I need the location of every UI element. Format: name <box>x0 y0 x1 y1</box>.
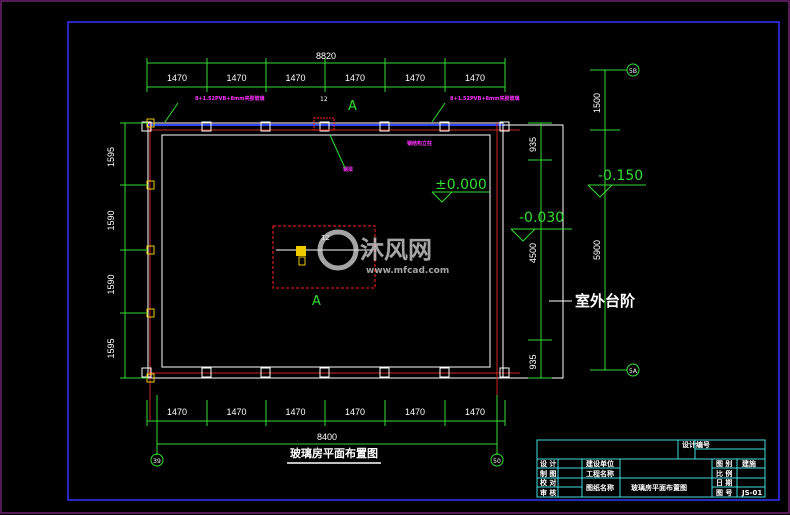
right-outer-dim: 1500 <box>592 93 602 113</box>
annotation-glass-left: 8+1.52PVB+8mm夹胶玻璃 <box>195 95 264 102</box>
detail-region <box>272 225 376 289</box>
bay-dim-bottom: 1470 <box>285 407 305 417</box>
bay-dim-top: 1470 <box>226 73 246 83</box>
column-post <box>499 121 510 132</box>
column-post <box>260 367 271 378</box>
svg-text:校 对: 校 对 <box>540 478 556 487</box>
bay-dim-bottom: 1470 <box>465 407 485 417</box>
axis-bubble-5b: 5B <box>626 63 640 77</box>
bay-dim-bottom: 1470 <box>167 407 187 417</box>
svg-text:工程名称: 工程名称 <box>586 469 614 478</box>
right-inner-dim: 935 <box>528 354 538 369</box>
svg-text:沐风网: 沐风网 <box>360 236 432 264</box>
bay-dim-top: 1470 <box>345 73 365 83</box>
bay-dim-bottom: 1470 <box>226 407 246 417</box>
axis-bubble-50: 50 <box>490 453 504 467</box>
svg-text:审 核: 审 核 <box>540 488 556 497</box>
right-outer-dim: 5900 <box>592 240 602 260</box>
column-post <box>319 367 330 378</box>
left-dim: 1595 <box>106 147 116 167</box>
design-no-label: 设计编号 <box>682 440 710 449</box>
elevation-outside: -0.150 <box>598 168 643 184</box>
title-block: 设计编号 设 计 制 图 校 对 审 核 建设单位 工程名称 图纸名称 玻璃房平… <box>536 439 766 498</box>
bay-dim-top: 1470 <box>167 73 187 83</box>
section-mark-top: A <box>348 99 357 114</box>
bay-dim-top: 1470 <box>285 73 305 83</box>
overall-top-dim: 8820 <box>316 51 336 61</box>
column-post <box>439 367 450 378</box>
building-plan <box>141 118 564 420</box>
detail-number: 12 <box>320 96 328 103</box>
svg-text:JS-01: JS-01 <box>741 489 762 497</box>
svg-text:图纸名称: 图纸名称 <box>586 483 614 492</box>
svg-text:设 计: 设 计 <box>540 459 556 468</box>
svg-text:建施: 建施 <box>742 459 756 468</box>
bay-dim-bottom: 1470 <box>345 407 365 417</box>
annotation-glass-right: 8+1.52PVB+8mm夹胶玻璃 <box>450 95 519 102</box>
column-post <box>379 121 390 132</box>
bay-dim-top: 1470 <box>405 73 425 83</box>
column-post <box>201 367 212 378</box>
right-inner-dim: 4500 <box>528 243 538 263</box>
drawing-title: 玻璃房平面布置图 <box>290 446 378 460</box>
outdoor-step-label: 室外台阶 <box>575 292 636 310</box>
elevation-inside: ±0.000 <box>435 177 487 193</box>
column-post <box>260 121 271 132</box>
axis-bubble-39: 39 <box>150 453 164 467</box>
drawing-frame <box>67 21 780 501</box>
axis-bubble-5a: 5A <box>626 363 640 377</box>
svg-text:图 别: 图 别 <box>716 459 732 468</box>
overall-bottom-dim: 8400 <box>317 432 337 442</box>
annotation-column: 钢结构立柱 <box>407 140 432 147</box>
svg-text:5A: 5A <box>629 368 638 375</box>
svg-text:玻璃房平面布置图: 玻璃房平面布置图 <box>631 483 687 492</box>
column-post <box>201 121 212 132</box>
svg-text:图 号: 图 号 <box>716 488 732 497</box>
dimension-lines <box>120 58 627 455</box>
bay-dim-top: 1470 <box>465 73 485 83</box>
svg-text:39: 39 <box>153 458 161 465</box>
right-inner-dim: 935 <box>528 137 538 152</box>
left-dim: 1590 <box>106 274 116 294</box>
left-dim: 1595 <box>106 338 116 358</box>
svg-text:www.mfcad.com: www.mfcad.com <box>366 266 449 276</box>
left-dim: 1590 <box>106 210 116 230</box>
svg-text:比 例: 比 例 <box>716 469 732 478</box>
section-mark-detail: A <box>312 294 321 309</box>
column-post <box>439 121 450 132</box>
svg-text:制 图: 制 图 <box>540 469 556 478</box>
svg-text:日 期: 日 期 <box>716 478 732 487</box>
watermark: 沐风网 www.mfcad.com <box>317 229 449 276</box>
svg-text:建设单位: 建设单位 <box>586 459 614 468</box>
column-post <box>379 367 390 378</box>
column-post <box>499 367 510 378</box>
svg-text:5B: 5B <box>629 68 637 75</box>
elevation-step: -0.030 <box>519 210 564 226</box>
column-post <box>319 121 330 132</box>
annotation-beam: 钢梁 <box>343 166 354 173</box>
bay-dim-bottom: 1470 <box>405 407 425 417</box>
svg-text:50: 50 <box>493 458 501 465</box>
